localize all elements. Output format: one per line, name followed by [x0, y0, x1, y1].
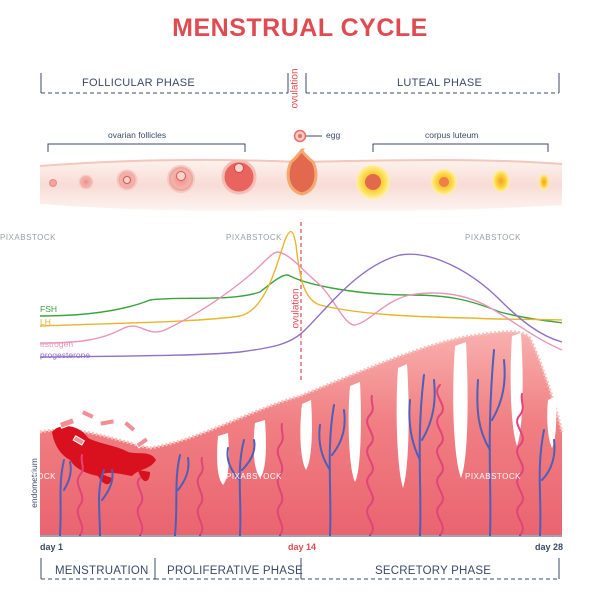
egg-label: egg [326, 130, 341, 140]
day-end-label: day 28 [535, 542, 564, 552]
follicle-5 [221, 159, 257, 195]
follicular-phase-label: FOLLICULAR PHASE [82, 77, 196, 89]
day-start-label: day 1 [40, 542, 64, 552]
watermark: PIXABSTOCK [0, 472, 56, 481]
ovulation-top-label: ovulation [289, 68, 301, 109]
legend-fsh: FSH [40, 304, 57, 314]
endometrium-tissue [39, 330, 564, 536]
progesterone-curve [39, 253, 563, 358]
ruptured-follicle [286, 148, 318, 196]
menstrual-shedding [52, 408, 156, 485]
ovarian-follicles-label: ovarian follicles [108, 130, 167, 140]
proliferative-phase-label: PROLIFERATIVE PHASE [167, 565, 303, 577]
follicles [49, 129, 549, 199]
ovarian-follicles-bracket [47, 143, 246, 152]
corpus-luteum-4 [539, 174, 549, 190]
bottom-phase-brackets [40, 535, 562, 580]
hormone-curves [39, 230, 563, 358]
secretory-phase-label: SECRETORY PHASE [375, 565, 492, 577]
watermark: PIXABSTOCK [226, 472, 282, 481]
legend-progesterone: progesterone [40, 350, 91, 360]
ovulation-chart-label: ovulation [290, 288, 302, 329]
page-title: MENSTRUAL CYCLE [172, 14, 428, 42]
legend-lh: LH [40, 317, 51, 327]
watermark: PIXABSTOCK [465, 472, 521, 481]
follicle-1 [49, 179, 57, 187]
follicle-2 [78, 174, 94, 190]
menstruation-label: MENSTRUATION [55, 565, 149, 577]
top-phase-brackets [40, 73, 560, 94]
gland-crypts [217, 333, 557, 488]
watermark: PIXABSTOCK [226, 233, 282, 242]
blood-vessels [59, 349, 556, 536]
lh-curve [39, 230, 563, 327]
endometrium-label: endometrium [29, 458, 39, 508]
corpus-luteum-3 [492, 170, 510, 192]
estrogen-curve [39, 251, 563, 351]
legend-estrogen: estrogen [40, 339, 74, 349]
day-middle-label: day 14 [288, 542, 317, 552]
watermark: PIXABSTOCK [465, 233, 521, 242]
corpus-luteum-label: corpus luteum [425, 130, 479, 140]
luteal-phase-label: LUTEAL PHASE [397, 77, 483, 89]
spiral-glands [76, 384, 524, 536]
watermark: PIXABSTOCK [0, 233, 56, 242]
corpus-luteum-bracket [372, 143, 549, 152]
